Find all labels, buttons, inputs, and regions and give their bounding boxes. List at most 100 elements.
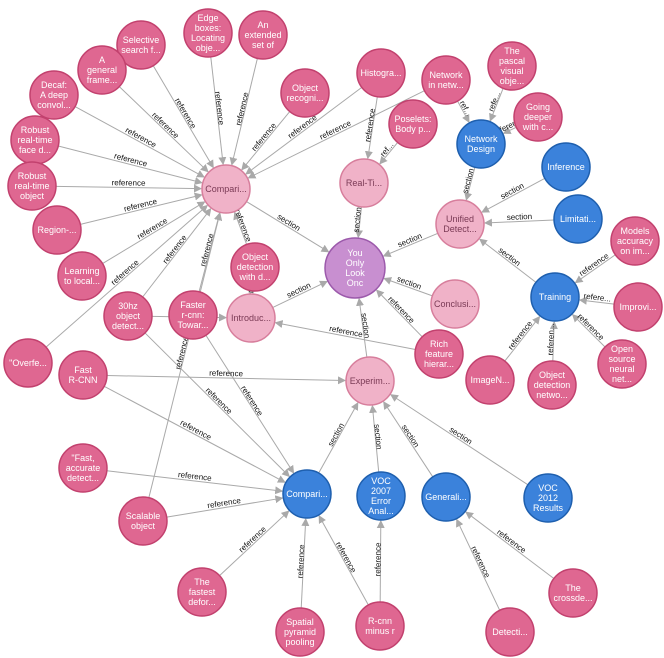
node-r_objrecog[interactable]: Objectrecogni... (280, 68, 330, 118)
node-r_crossde[interactable]: Thecrossde... (548, 568, 598, 618)
node-circle[interactable] (388, 99, 438, 149)
node-circle[interactable] (339, 158, 389, 208)
node-circle[interactable] (530, 272, 580, 322)
node-circle[interactable] (553, 194, 603, 244)
node-comparison_top[interactable]: Compari... (201, 164, 251, 214)
node-experiments[interactable]: Experim... (345, 356, 395, 406)
node-circle[interactable] (356, 471, 406, 521)
node-inference[interactable]: Inference (541, 142, 591, 192)
node-comparison_bottom[interactable]: Compari... (282, 469, 332, 519)
node-circle[interactable] (465, 355, 515, 405)
node-circle[interactable] (430, 279, 480, 329)
node-r_pascal[interactable]: Thepascalvisualobje... (487, 41, 537, 91)
node-label: detection (237, 262, 274, 272)
node-circle[interactable] (280, 68, 330, 118)
node-circle[interactable] (485, 607, 535, 657)
node-conclusion[interactable]: Conclusi... (430, 279, 480, 329)
node-training[interactable]: Training (530, 272, 580, 322)
node-circle[interactable] (7, 161, 57, 211)
node-r_fastest[interactable]: Thefastestdefor... (177, 567, 227, 617)
node-circle[interactable] (58, 350, 108, 400)
node-r_poselets[interactable]: Poselets:Body p... (388, 99, 438, 149)
edge-r_decaf-comparison_top (74, 106, 205, 178)
node-circle[interactable] (487, 41, 537, 91)
node-circle[interactable] (324, 237, 386, 299)
node-circle[interactable] (57, 251, 107, 301)
node-intro[interactable]: Introduc... (226, 293, 276, 343)
node-r_histogram[interactable]: Histogra... (356, 48, 406, 98)
node-circle[interactable] (118, 496, 168, 546)
node-r_fastaccurate[interactable]: "Fast,accuratedetect... (58, 443, 108, 493)
node-circle[interactable] (177, 567, 227, 617)
node-circle[interactable] (275, 607, 325, 657)
node-label: The (194, 577, 210, 587)
node-circle[interactable] (226, 293, 276, 343)
node-circle[interactable] (513, 92, 563, 142)
node-r_overfeat[interactable]: "Overfe... (3, 338, 53, 388)
node-circle[interactable] (597, 339, 647, 389)
node-circle[interactable] (282, 469, 332, 519)
node-circle[interactable] (610, 216, 660, 266)
node-realtime[interactable]: Real-Ti... (339, 158, 389, 208)
node-circle[interactable] (421, 55, 471, 105)
node-circle[interactable] (3, 338, 53, 388)
node-circle[interactable] (77, 45, 127, 95)
node-r_improvi[interactable]: Improvi... (613, 282, 663, 332)
node-circle[interactable] (527, 360, 577, 410)
node-circle[interactable] (541, 142, 591, 192)
node-circle[interactable] (183, 8, 233, 58)
node-r_decaf[interactable]: Decaf:A deepconvol... (29, 70, 79, 120)
node-circle[interactable] (230, 242, 280, 292)
node-circle[interactable] (613, 282, 663, 332)
edge-r_objdetect-comparison_top (233, 211, 248, 245)
node-circle[interactable] (116, 20, 166, 70)
node-circle[interactable] (103, 291, 153, 341)
node-circle[interactable] (456, 119, 506, 169)
node-r_imagenet[interactable]: ImageN... (465, 355, 515, 405)
node-circle[interactable] (32, 205, 82, 255)
node-r_30hz[interactable]: 30hzobjectdetect... (103, 291, 153, 341)
node-r_detecti[interactable]: Detecti... (485, 607, 535, 657)
node-circle[interactable] (345, 356, 395, 406)
node-r_general[interactable]: Ageneralframe... (77, 45, 127, 95)
node-circle[interactable] (356, 48, 406, 98)
node-circle[interactable] (355, 601, 405, 651)
node-voc2007[interactable]: VOC2007ErrorAnal... (356, 471, 406, 521)
node-circle[interactable] (29, 70, 79, 120)
node-generalizability[interactable]: Generali... (421, 472, 471, 522)
node-circle[interactable] (523, 473, 573, 523)
node-circle[interactable] (168, 290, 218, 340)
node-circle[interactable] (238, 10, 288, 60)
node-circle[interactable] (548, 568, 598, 618)
node-circle[interactable] (414, 329, 464, 379)
node-circle[interactable] (58, 443, 108, 493)
node-r_rich[interactable]: Richfeaturehierar... (414, 329, 464, 379)
node-r_edgeboxes[interactable]: Edgeboxes:Locatingobje... (183, 8, 233, 58)
node-r_region[interactable]: Region-... (32, 205, 82, 255)
node-unified[interactable]: UnifiedDetect... (435, 199, 485, 249)
node-label: 2007 (371, 486, 391, 496)
node-circle[interactable] (435, 199, 485, 249)
node-r_fasterrcnn[interactable]: Fasterr-cnn:Towar... (168, 290, 218, 340)
node-circle[interactable] (421, 472, 471, 522)
node-circle[interactable] (201, 164, 251, 214)
node-r_opensource[interactable]: Opensourceneuralnet... (597, 339, 647, 389)
node-limitations[interactable]: Limitati... (553, 194, 603, 244)
node-r_objnet[interactable]: Objectdetectionnetwo... (527, 360, 577, 410)
